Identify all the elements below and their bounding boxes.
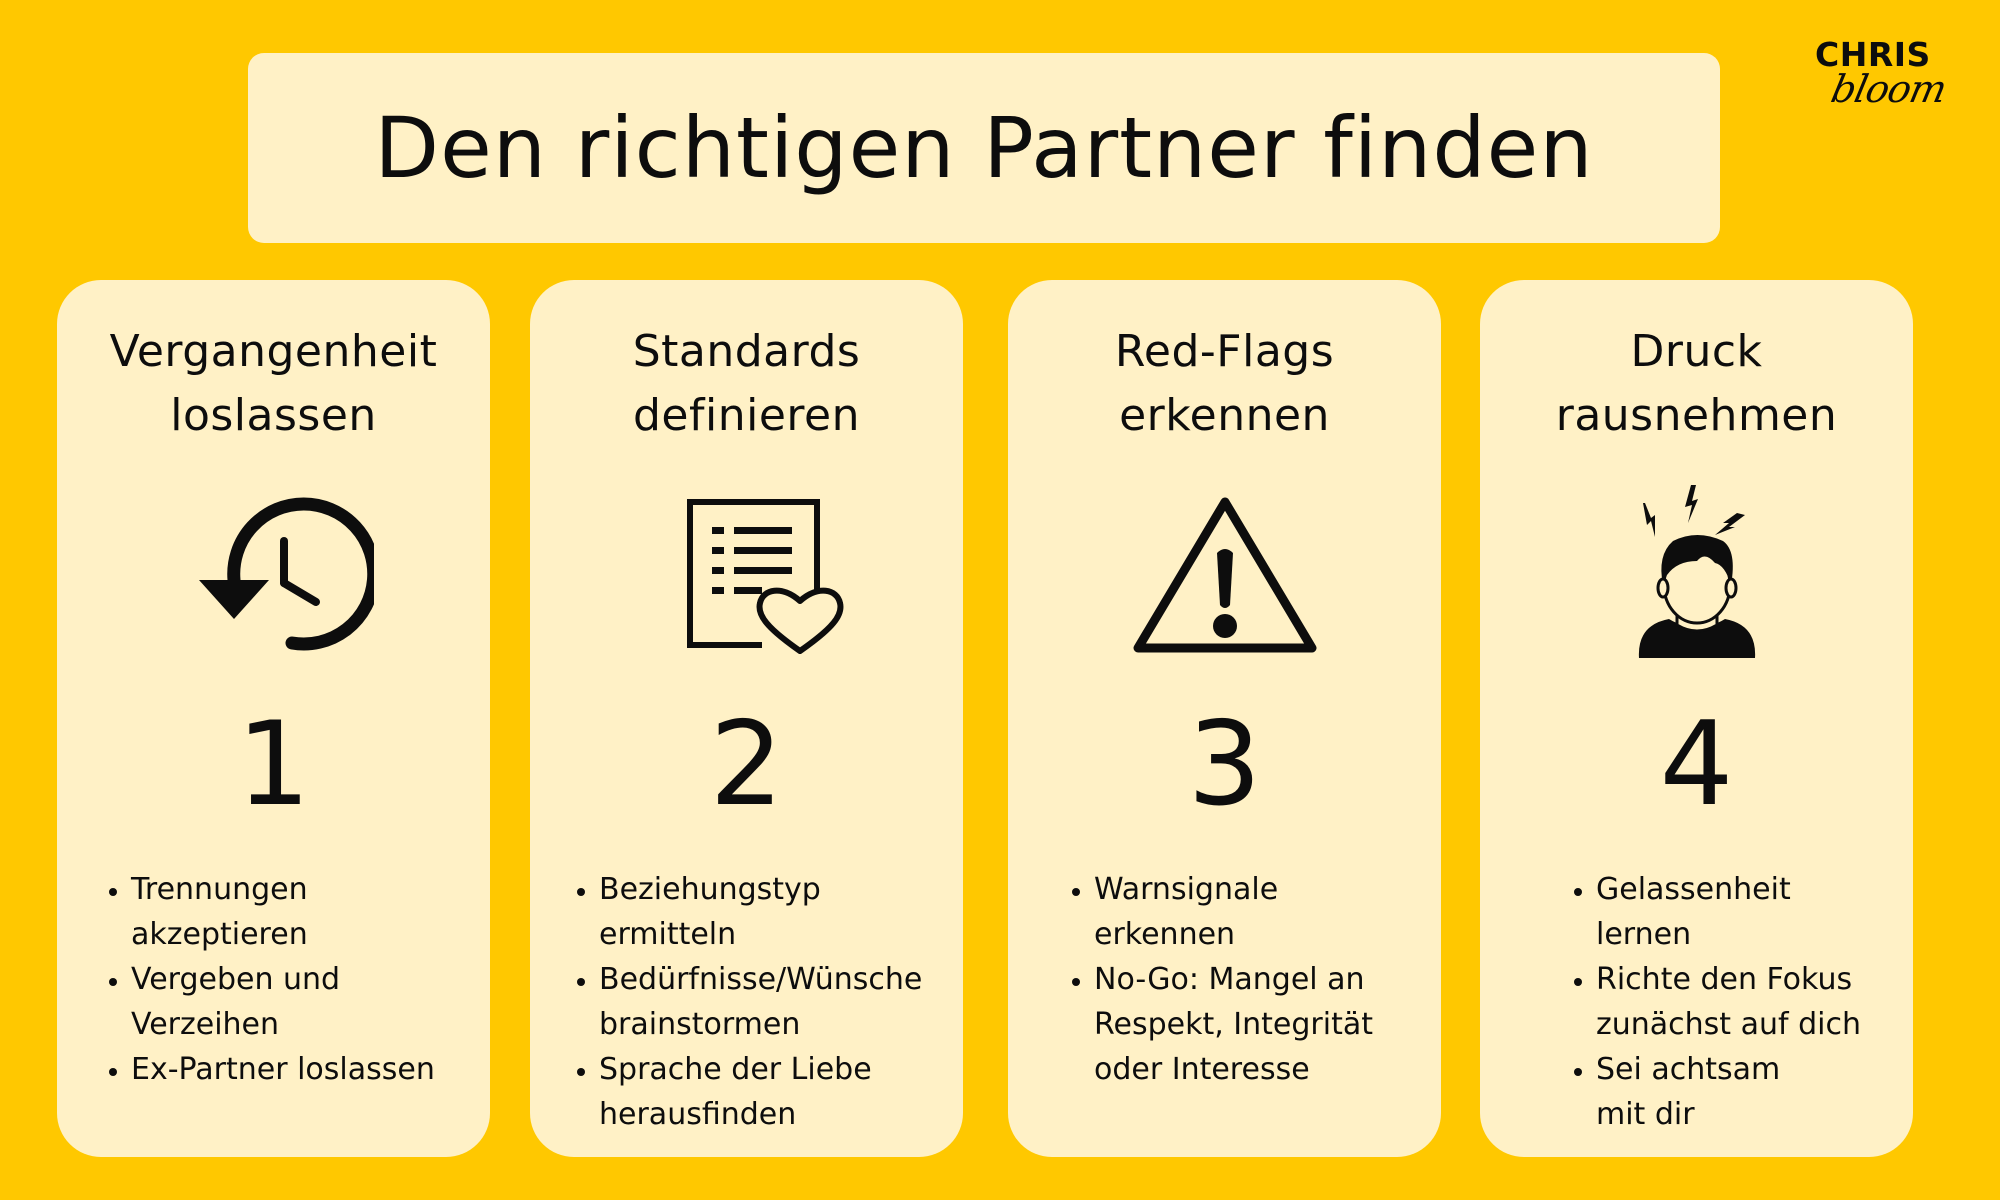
logo-script: bloom xyxy=(1827,67,1950,111)
card-title-line: definieren xyxy=(633,390,860,441)
list-item: Sei achtsam mit dir xyxy=(1596,1047,1836,1137)
card-title: Vergangenheit loslassen xyxy=(57,320,490,448)
bullet-list: Trennungen akzeptieren Vergeben und Verz… xyxy=(97,867,511,1092)
document-list-heart-icon xyxy=(686,499,843,654)
stressed-person-icon xyxy=(1638,485,1755,658)
bullet-list: Gelassenheit lernen Richte den Fokus zun… xyxy=(1562,867,1936,1137)
list-item: Sprache der Liebe herausfinden xyxy=(599,1047,929,1137)
card-title-line: rausnehmen xyxy=(1555,390,1838,441)
card-title-line: loslassen xyxy=(170,390,377,441)
step-number: 4 xyxy=(1659,697,1734,832)
step-card-4: Druck rausnehmen 4 Gelassenheit lernen R… xyxy=(1480,280,1913,1157)
list-item: No-Go: Mangel an Respekt, Integrität ode… xyxy=(1094,957,1414,1092)
card-title-line: Vergangenheit xyxy=(109,326,438,377)
page-title: Den richtigen Partner finden xyxy=(374,99,1594,197)
card-title: Red-Flags erkennen xyxy=(1008,320,1441,448)
list-item: Trennungen akzeptieren xyxy=(131,867,361,957)
list-item: Ex-Partner loslassen xyxy=(131,1047,511,1092)
bullet-list: Warnsignale erkennen No-Go: Mangel an Re… xyxy=(1060,867,1434,1092)
warning-triangle-icon xyxy=(1133,497,1316,653)
logo-wordmark: CHRIS xyxy=(1815,35,1931,74)
card-title: Druck rausnehmen xyxy=(1480,320,1913,448)
card-title-line: Red-Flags xyxy=(1114,326,1335,377)
list-item: Bedürfnisse/Wünsche brainstormen xyxy=(599,957,939,1047)
brand-logo: CHRIS bloom xyxy=(1812,38,1972,128)
card-title-line: Druck xyxy=(1630,326,1763,377)
history-clock-icon xyxy=(198,497,374,651)
card-title-line: Standards xyxy=(632,326,861,377)
list-item: Vergeben und Verzeihen xyxy=(131,957,371,1047)
step-card-3: Red-Flags erkennen 3 Warnsignale erkenne… xyxy=(1008,280,1441,1157)
bullet-list: Beziehungstyp ermitteln Bedürfnisse/Wüns… xyxy=(565,867,979,1137)
card-title: Standards definieren xyxy=(530,320,963,448)
step-number: 3 xyxy=(1187,697,1262,832)
list-item: Richte den Fokus zunächst auf dich xyxy=(1596,957,1916,1047)
step-number: 2 xyxy=(709,697,784,832)
list-item: Gelassenheit lernen xyxy=(1596,867,1826,957)
list-item: Beziehungstyp ermitteln xyxy=(599,867,869,957)
step-number: 1 xyxy=(236,697,311,832)
card-title-line: erkennen xyxy=(1119,390,1330,441)
title-banner: Den richtigen Partner finden xyxy=(248,53,1720,243)
list-item: Warnsignale erkennen xyxy=(1094,867,1324,957)
step-card-1: Vergangenheit loslassen 1 Trennungen akz… xyxy=(57,280,490,1157)
step-card-2: Standards definieren 2 Beziehungstyp erm… xyxy=(530,280,963,1157)
